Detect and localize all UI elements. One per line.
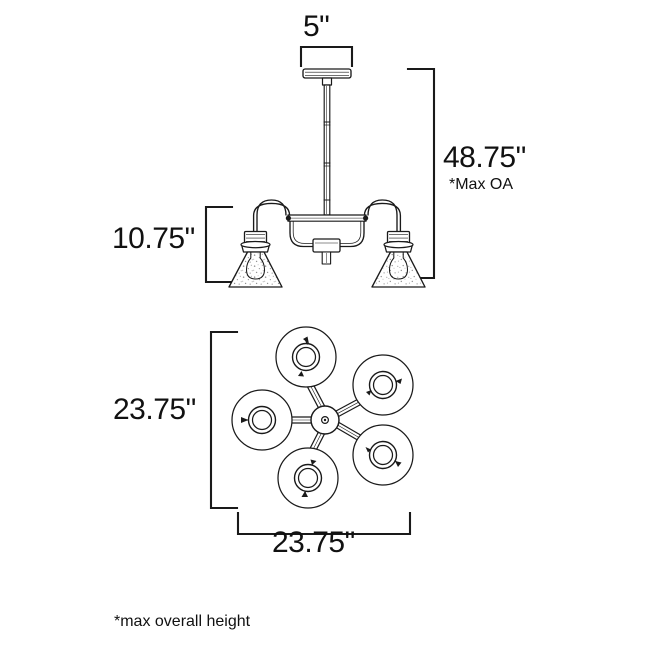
plan-height-value: 23.75" [113, 393, 196, 426]
max-height-value: 48.75" [443, 141, 526, 174]
curved-arm-left [252, 199, 291, 232]
fixture-height-value: 10.75" [112, 222, 195, 255]
plan-center-hub [310, 405, 340, 435]
lamp-assembly-left [228, 230, 283, 288]
dimension-label-plan-width: 23.75" [272, 528, 355, 558]
plan-view [231, 326, 414, 509]
canopy [302, 68, 352, 79]
dimension-label-fixture-height: 10.75" [112, 224, 195, 254]
dimension-label-plan-height: 23.75" [113, 395, 196, 425]
curved-arm-right [363, 199, 402, 232]
elevation-view [228, 68, 426, 288]
plan-shade-left [231, 389, 293, 451]
lamp-assembly-right [371, 230, 426, 288]
plan-shade-upper-left [275, 326, 337, 388]
plan-shade-upper-right [352, 354, 414, 416]
dimension-bracket-fixture-height [204, 205, 234, 284]
canopy-width-value: 5" [303, 10, 330, 43]
dimension-label-canopy-width: 5" [303, 10, 330, 43]
dimension-bracket-canopy-width [299, 45, 354, 68]
max-height-note: *Max OA [449, 176, 514, 193]
plan-shade-lower-left [277, 447, 339, 509]
dimension-bracket-plan-width [236, 511, 412, 536]
dimension-bracket-plan-height [209, 330, 239, 510]
footnote-text: *max overall height [114, 613, 251, 630]
cross-bar [285, 214, 369, 222]
plan-width-value: 23.75" [272, 526, 355, 559]
downrod [321, 77, 333, 216]
center-hub-connector [312, 238, 341, 265]
plan-shade-lower-right [352, 424, 414, 486]
dimension-label-max-height: 48.75" *Max OA [443, 143, 526, 193]
